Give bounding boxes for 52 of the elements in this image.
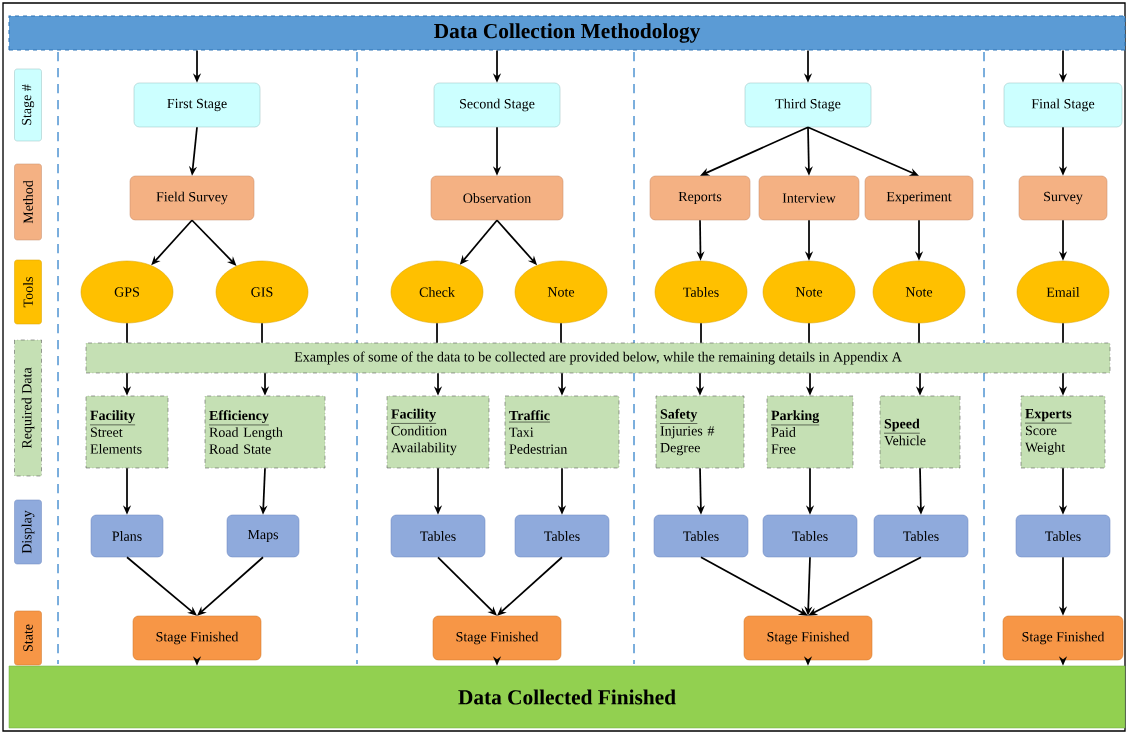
footer-banner: Data Collected Finished bbox=[8, 665, 1126, 729]
method-box: Reports bbox=[649, 175, 751, 221]
row-label: Required Data bbox=[14, 339, 42, 477]
stage-box: Final Stage bbox=[1003, 82, 1123, 128]
display-box: Tables bbox=[1015, 514, 1111, 558]
title-banner: Data Collection Methodology bbox=[8, 15, 1126, 51]
method-box: Observation bbox=[430, 175, 564, 221]
display-box: Tables bbox=[653, 514, 749, 558]
state-box: Stage Finished bbox=[1002, 615, 1124, 661]
connector-line bbox=[700, 322, 702, 344]
display-box: Tables bbox=[514, 514, 610, 558]
connector-line bbox=[808, 322, 810, 344]
arrow bbox=[437, 556, 497, 616]
state-box: Stage Finished bbox=[743, 615, 873, 661]
state-box: Stage Finished bbox=[132, 615, 262, 661]
method-box: Experiment bbox=[864, 175, 974, 221]
stage-box: First Stage bbox=[133, 82, 261, 128]
arrow bbox=[700, 556, 808, 616]
row-label: Tools bbox=[14, 259, 42, 325]
data-box: Traffic Taxi Pedestrian bbox=[504, 395, 620, 469]
connector-line bbox=[1062, 322, 1064, 344]
connector-line bbox=[918, 322, 920, 344]
method-box: Field Survey bbox=[129, 175, 255, 221]
data-box: Efficiency Road Length Road State bbox=[204, 395, 326, 469]
data-box: Facility Street Elements bbox=[85, 395, 169, 469]
connector-line bbox=[261, 322, 263, 344]
arrow bbox=[197, 556, 264, 616]
data-box: Experts Score Weight bbox=[1020, 395, 1106, 469]
connector-line bbox=[560, 322, 562, 344]
stage-box: Second Stage bbox=[433, 82, 561, 128]
display-box: Tables bbox=[390, 514, 486, 558]
row-label: Method bbox=[14, 163, 42, 241]
stage-box: Third Stage bbox=[744, 82, 872, 128]
state-box: Stage Finished bbox=[432, 615, 562, 661]
method-box: Interview bbox=[758, 175, 860, 221]
display-box: Tables bbox=[873, 514, 969, 558]
row-label: State bbox=[14, 610, 42, 666]
connector-line bbox=[126, 322, 128, 344]
display-box: Maps bbox=[226, 514, 300, 558]
method-box: Survey bbox=[1018, 175, 1108, 221]
data-box: Speed Vehicle bbox=[879, 395, 961, 469]
row-label: Stage # bbox=[14, 68, 42, 142]
note-band: Examples of some of the data to be collected are provided below, while the remaining details in Appendix A bbox=[85, 342, 1111, 374]
data-box: Facility Condition Availability bbox=[386, 395, 490, 469]
arrow bbox=[126, 556, 197, 616]
display-box: Plans bbox=[90, 514, 164, 558]
connector-line bbox=[436, 322, 438, 344]
arrow bbox=[497, 556, 563, 616]
data-box: Safety Injuries # Degree bbox=[655, 395, 745, 469]
display-box: Tables bbox=[762, 514, 858, 558]
data-box: Parking Paid Free bbox=[766, 395, 854, 469]
row-label: Display bbox=[14, 499, 42, 565]
